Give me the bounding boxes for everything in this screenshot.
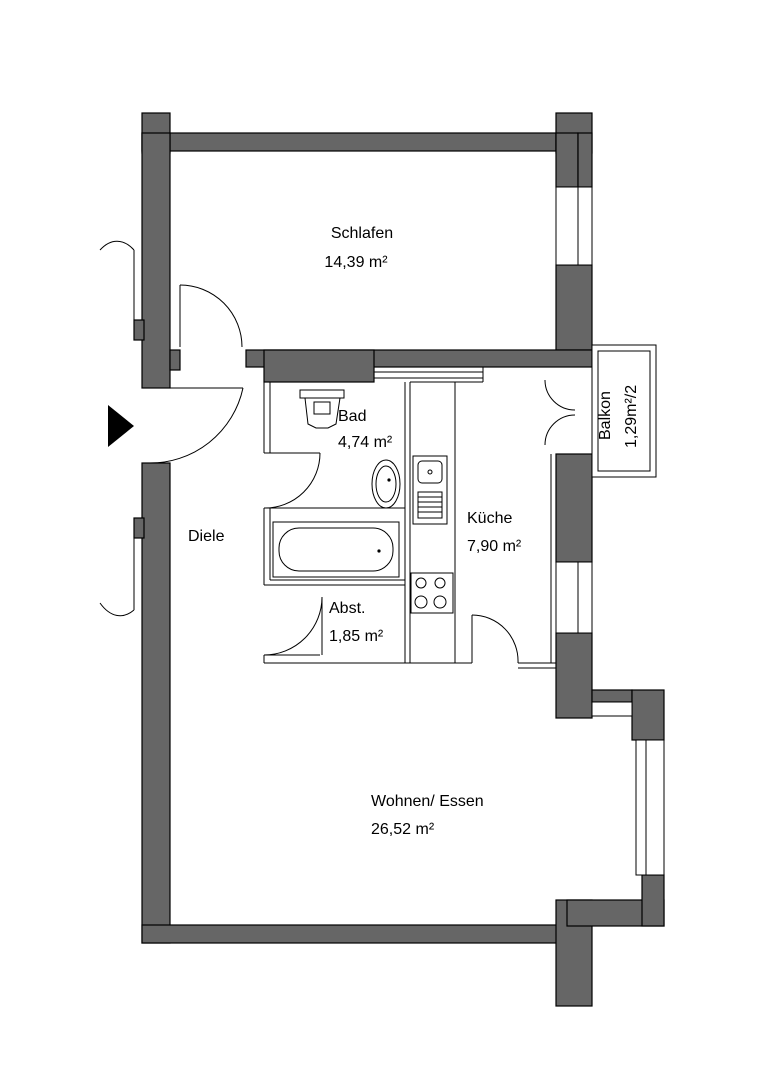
room-name-abst: Abst. bbox=[329, 600, 365, 617]
windows bbox=[555, 186, 665, 876]
stove-icon bbox=[410, 572, 454, 614]
room-area-wohnen: 26,52 m² bbox=[371, 821, 435, 838]
doors bbox=[99, 240, 576, 664]
room-area-schlafen: 14,39 m² bbox=[324, 254, 388, 271]
bathtub-icon bbox=[272, 521, 400, 578]
room-name-wohnen: Wohnen/ Essen bbox=[371, 793, 484, 810]
room-name-schlafen: Schlafen bbox=[331, 225, 393, 242]
room-area-kueche: 7,90 m² bbox=[467, 538, 522, 555]
room-name-kueche: Küche bbox=[467, 510, 512, 527]
toilet-icon bbox=[299, 389, 345, 429]
washbasin-icon bbox=[371, 459, 401, 509]
entrance-arrow-icon bbox=[108, 405, 134, 447]
exterior-walls bbox=[133, 112, 665, 1007]
room-name-bad: Bad bbox=[338, 408, 366, 425]
room-area-abst: 1,85 m² bbox=[329, 628, 384, 645]
room-name-diele: Diele bbox=[188, 528, 225, 545]
interior-walls bbox=[263, 367, 556, 669]
room-area-balkon: 1,29m²/2 bbox=[623, 385, 640, 448]
room-name-balkon: Balkon bbox=[597, 391, 614, 440]
balcony bbox=[591, 344, 657, 478]
sink-icon bbox=[412, 455, 448, 525]
room-area-bad: 4,74 m² bbox=[338, 434, 393, 451]
fixtures bbox=[272, 389, 454, 614]
